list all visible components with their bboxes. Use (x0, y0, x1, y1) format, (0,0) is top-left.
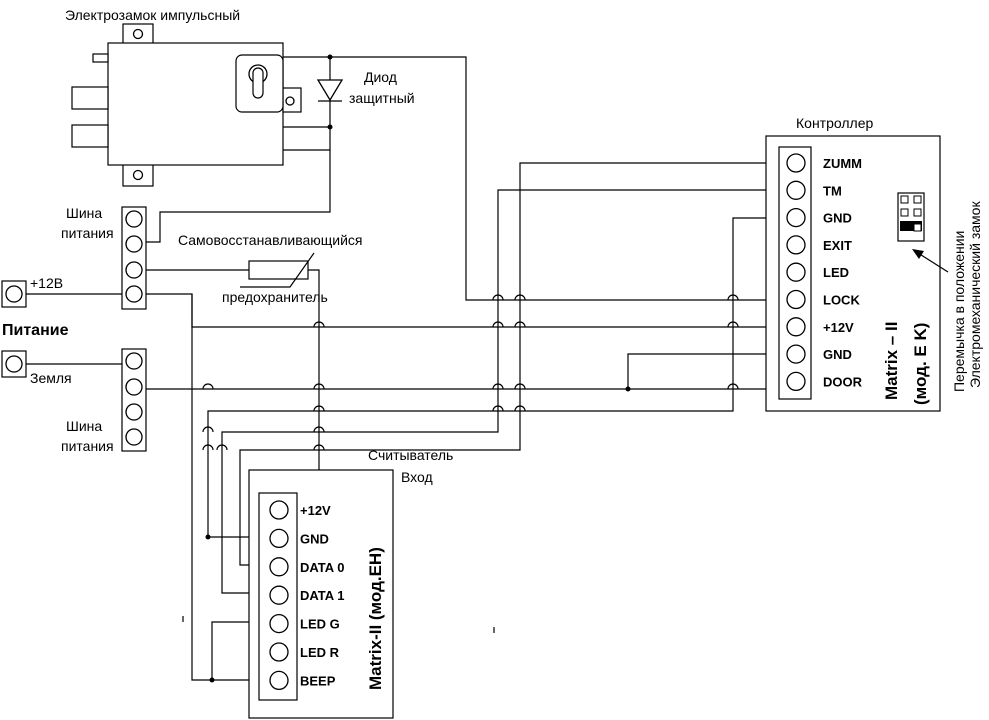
terminal-label: TM (823, 183, 842, 198)
diode: Диод защитный (283, 54, 415, 130)
diode-label-1: Диод (364, 69, 397, 85)
controller-terminals: ZUMM TM GND EXIT LED LOCK +12V GND DOOR (786, 153, 863, 392)
terminal-plus-icon (5, 285, 23, 303)
reader-terminals: +12V GND DATA 0 DATA 1 LED G LED R BEEP (269, 500, 345, 691)
ground-label: Земля (30, 370, 72, 386)
bus-top-label-1: Шина (66, 205, 102, 221)
terminal-label: BEEP (300, 673, 336, 688)
arrow-icon (912, 249, 924, 259)
terminal-label: +12V (300, 503, 331, 518)
terminal-screw-icon (786, 207, 806, 228)
reader: Считыватель Вход +12V GND DATA 0 DATA 1 LED … (248, 447, 453, 719)
terminal-screw-icon (269, 557, 289, 577)
bus-bottom-label-2: питания (61, 438, 114, 454)
terminal-label: DOOR (823, 374, 863, 389)
diode-icon (316, 79, 344, 102)
terminal-screw-icon (786, 371, 806, 392)
fuse-label-1: Самовосстанавливающийся (178, 232, 363, 248)
power-bus-top: Шина питания (61, 205, 147, 310)
lock-title: Электрозамок импульсный (65, 7, 240, 23)
terminal-screw-icon (269, 585, 289, 605)
terminal-screw-icon (786, 235, 806, 255)
reader-model: Matrix-II (мод.EH) (366, 547, 385, 690)
bus-top-label-2: питания (61, 225, 114, 241)
power-title: Питание (2, 322, 69, 339)
terminal-screw-icon (786, 289, 806, 310)
terminal-label: EXIT (823, 238, 852, 253)
terminal-label: +12V (823, 320, 854, 335)
electric-lock: Электрозамок импульсный (65, 7, 302, 187)
terminal-screw-icon (786, 153, 806, 173)
terminal-label: LED R (300, 645, 340, 660)
diode-label-2: защитный (349, 90, 415, 106)
terminal-screw-icon (269, 613, 289, 634)
terminal-screw-icon (786, 317, 806, 337)
bus-bottom-label-1: Шина (66, 418, 102, 434)
jumper-label-1: Перемычка в положении (951, 231, 967, 392)
terminal-screw-icon (269, 670, 289, 691)
terminal-screw-icon (786, 262, 806, 282)
terminal-label: GND (823, 211, 852, 226)
terminal-label: LOCK (823, 293, 860, 308)
terminal-label: GND (300, 531, 329, 546)
terminal-screw-icon (269, 500, 289, 520)
terminal-screw-icon (786, 180, 806, 200)
terminal-label: GND (823, 347, 852, 362)
plus-12v-label: +12В (30, 275, 63, 291)
terminal-label: ZUMM (823, 156, 862, 171)
resettable-fuse: Самовосстанавливающийся предохранитель (178, 232, 363, 305)
controller-model-1: Matrix – II (882, 322, 901, 400)
terminal-label: DATA 1 (300, 588, 345, 603)
fuse-label-2: предохранитель (222, 289, 328, 305)
jumper-label-2: Электромеханический замок (967, 201, 983, 388)
controller-model-2: (мод. E K) (911, 323, 930, 405)
terminal-label: LED G (300, 617, 340, 632)
power-source: +12В Питание Земля (1, 275, 72, 386)
terminal-label: DATA 0 (300, 560, 345, 575)
reader-title-1: Считыватель (368, 447, 453, 463)
terminal-screw-icon (269, 642, 289, 662)
controller-title: Контроллер (796, 115, 873, 131)
terminal-screw-icon (269, 528, 289, 549)
controller: Контроллер ZUMM TM GND EXIT LED LOCK +12V GND DO… (765, 115, 983, 412)
reader-title-2: Вход (401, 469, 433, 485)
power-bus-bottom: Шина питания (61, 348, 147, 454)
terminal-label: LED (823, 265, 849, 280)
jumper-icon (897, 192, 925, 242)
terminal-ground-icon (5, 355, 23, 373)
terminal-screw-icon (786, 344, 806, 364)
